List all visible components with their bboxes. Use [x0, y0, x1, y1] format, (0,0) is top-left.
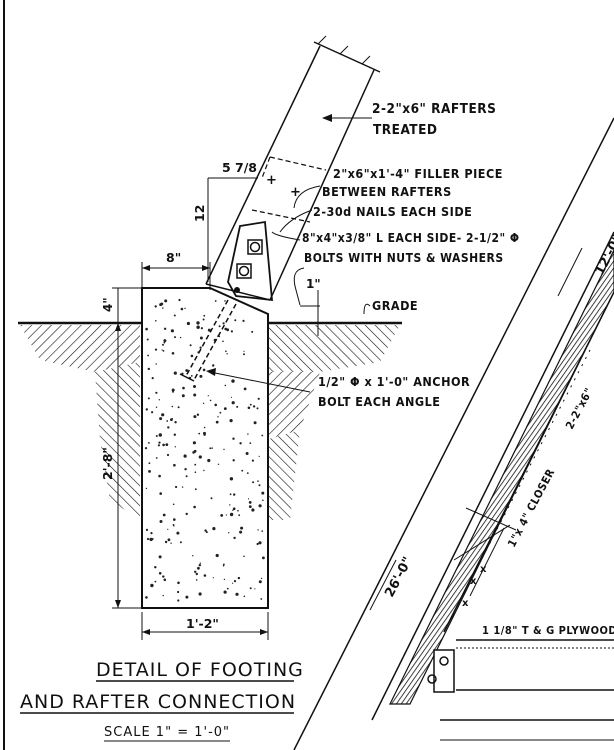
dim-top-depth: 4": [101, 297, 115, 312]
label-rafters-2: TREATED: [373, 122, 437, 138]
label-anchor-2: BOLT EACH ANGLE: [318, 394, 440, 409]
label-nails: 2-30d NAILS EACH SIDE: [313, 204, 472, 219]
dim-one-inch: 1": [306, 277, 321, 291]
dim-slope-rise: 12: [192, 205, 207, 222]
dim-footing-height: 2'-8": [100, 447, 115, 480]
dim-slope-run: 5 7/8: [222, 160, 257, 175]
label-grade: GRADE: [372, 298, 418, 313]
label-anchor-1: 1/2" Φ x 1'-0" ANCHOR: [318, 374, 470, 389]
earth-hatching: [18, 321, 402, 520]
title-line-2: AND RAFTER CONNECTION: [20, 691, 296, 713]
title-line-1: DETAIL OF FOOTING: [96, 659, 304, 681]
svg-text:x: x: [480, 564, 487, 575]
dimension-lines: [112, 262, 320, 640]
title-block: DETAIL OF FOOTING AND RAFTER CONNECTION …: [20, 659, 304, 742]
label-filler-1: 2"x6"x1'-4" FILLER PIECE: [333, 166, 503, 181]
anchor-bolt: [179, 299, 237, 382]
svg-text:+: +: [266, 173, 277, 188]
svg-text:x: x: [462, 598, 469, 609]
rafter-section-right: x x x: [293, 117, 614, 750]
dim-top-width: 8": [166, 250, 181, 265]
svg-text:x: x: [470, 576, 477, 587]
label-angle-1: 8"x4"x3/8" L EACH SIDE- 2-1/2" Φ: [302, 231, 520, 245]
concrete-footing: [141, 287, 269, 609]
leader-lines: [206, 114, 372, 393]
dim-footing-width: 1'-2": [186, 616, 219, 631]
concrete-stipple: [144, 298, 265, 602]
steel-angle: [227, 220, 273, 302]
label-filler-2: BETWEEN RAFTERS: [322, 184, 452, 199]
label-rafters-1: 2-2"x6" RAFTERS: [372, 101, 496, 117]
slope-indicator: [207, 177, 258, 282]
title-scale: SCALE 1" = 1'-0": [104, 725, 230, 740]
label-angle-2: BOLTS WITH NUTS & WASHERS: [304, 251, 504, 265]
label-plywood: 1 1/8" T & G PLYWOOD: [482, 624, 614, 637]
svg-text:+: +: [290, 185, 301, 200]
label-rafters-right: 2-2"x6": [563, 386, 596, 432]
rafter-left: + +: [205, 35, 381, 301]
